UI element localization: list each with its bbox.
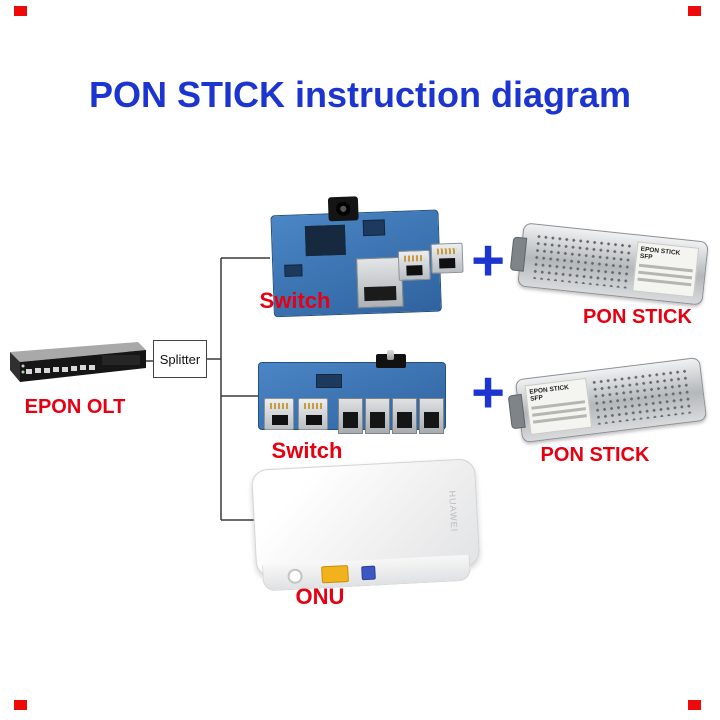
splitter-box: Splitter	[153, 340, 207, 378]
sfp-cage	[356, 256, 404, 309]
fiber-port	[287, 568, 303, 585]
rj45-port	[298, 398, 328, 430]
sfp-cage	[338, 398, 363, 434]
switch-top-label: Switch	[259, 288, 331, 313]
olt-illustration	[10, 342, 146, 382]
sfp-cage	[419, 398, 444, 434]
sfp-label-text: EPON STICK SFP	[529, 384, 570, 403]
corner-marker-bottom-left	[14, 700, 27, 710]
plus-icon-top: +	[471, 228, 505, 293]
diagram-title: PON STICK instruction diagram	[88, 74, 632, 115]
onu-device: HUAWEI	[250, 458, 481, 592]
switch-pcb-middle	[258, 350, 448, 442]
toggle-switch	[376, 350, 406, 368]
sfp-perforation	[590, 367, 694, 426]
sfp-label-text: EPON STICK SFP	[639, 245, 681, 262]
epon-olt-label: EPON OLT	[24, 396, 126, 418]
epon-olt-device	[6, 336, 148, 386]
rj45-port	[430, 242, 464, 274]
corner-marker-top-left	[14, 6, 27, 16]
pon-stick-module-top: EPON STICK SFP	[509, 222, 709, 306]
onu-label: ONU	[295, 584, 345, 609]
sfp-connector-end	[507, 393, 526, 430]
pon-stick-top-label: PON STICK	[583, 306, 692, 328]
sfp-cage	[365, 398, 390, 434]
lan-port-yellow	[321, 564, 349, 584]
rj45-port	[397, 249, 431, 281]
sfp-label-sticker: EPON STICK SFP	[524, 377, 593, 436]
onu-brand-text: HUAWEI	[447, 490, 460, 533]
chip	[316, 374, 342, 388]
rj45-port	[264, 398, 294, 430]
sfp-perforation	[531, 232, 634, 289]
sfp-label-sticker: EPON STICK SFP	[632, 241, 700, 298]
switch-middle-label: Switch	[271, 438, 343, 463]
pon-stick-module-middle: EPON STICK SFP	[507, 356, 708, 444]
sfp-label-line	[637, 277, 692, 287]
chip	[304, 224, 346, 257]
sfp-connector-end	[509, 236, 528, 272]
chip	[362, 219, 386, 237]
chip	[284, 264, 303, 277]
plus-icon-middle: +	[471, 360, 505, 425]
corner-marker-top-right	[688, 6, 701, 16]
pon-stick-middle-label: PON STICK	[540, 444, 650, 466]
sfp-cage	[392, 398, 417, 434]
power-port-blue	[361, 565, 376, 581]
corner-marker-bottom-right	[688, 700, 701, 710]
dc-jack	[327, 196, 359, 222]
